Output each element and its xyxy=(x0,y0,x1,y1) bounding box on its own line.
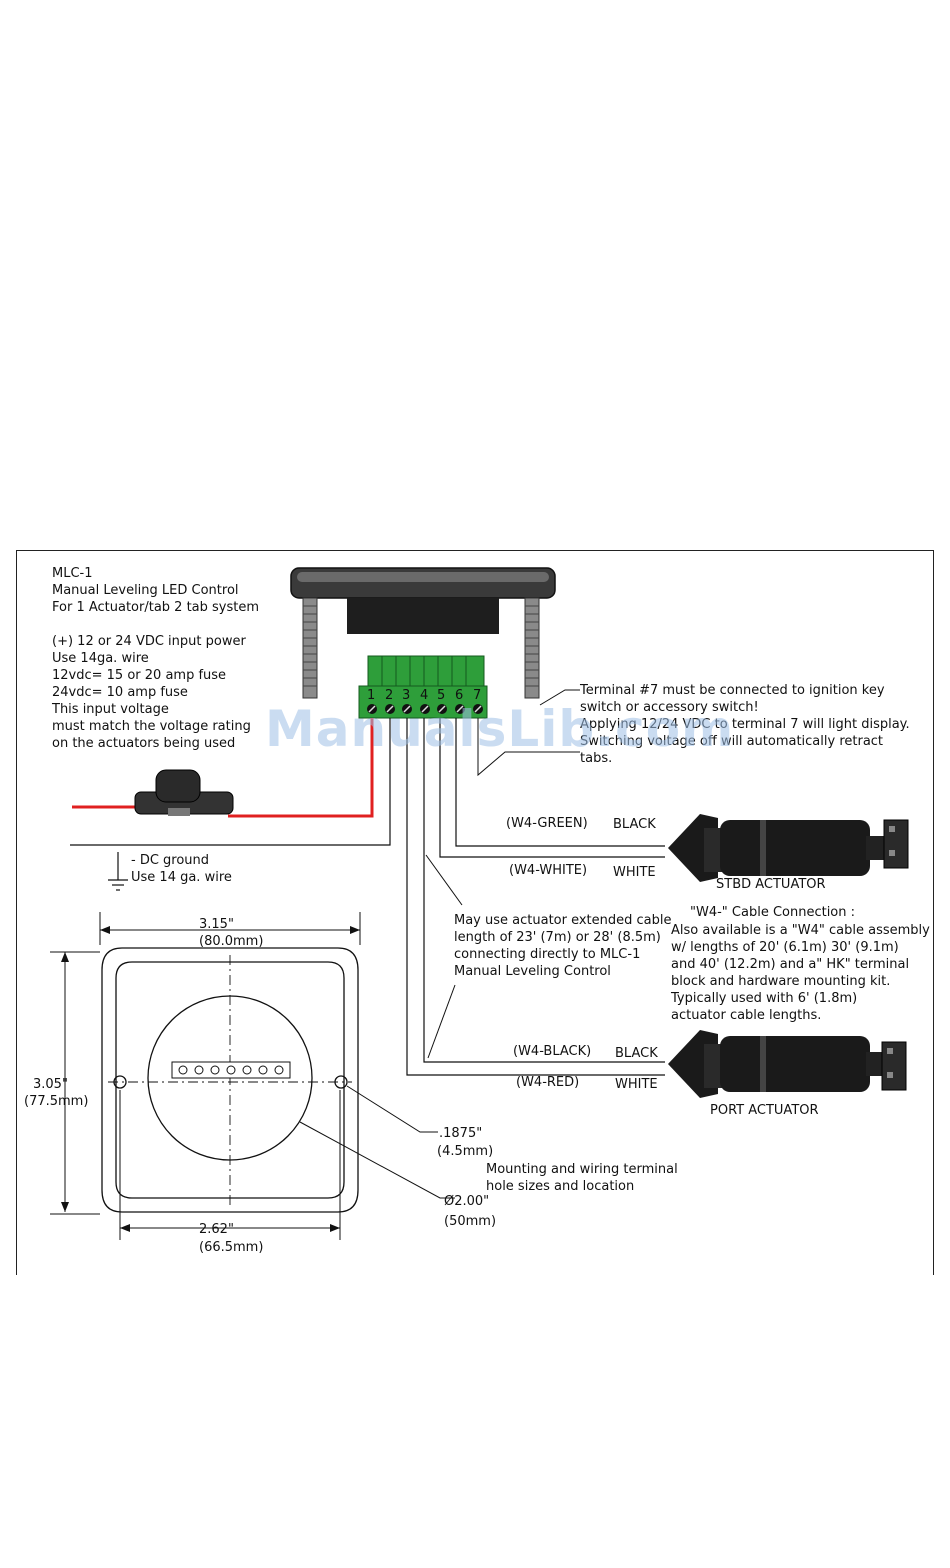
hole-dia-mm-label: (4.5mm) xyxy=(437,1144,494,1159)
diagram-frame xyxy=(16,550,934,1275)
terminal-number-2: 2 xyxy=(385,688,394,703)
mounting-note-line: Mounting and wiring terminal xyxy=(486,1162,678,1177)
dimension-arrows xyxy=(61,926,360,1232)
cable-note-line: connecting directly to MLC-1 xyxy=(454,947,641,962)
stbd-actuator-label: STBD ACTUATOR xyxy=(716,877,826,892)
hole-dia-in-label: .1875" xyxy=(439,1126,483,1141)
terminal-note-leader xyxy=(477,689,580,777)
ground-line: - DC ground xyxy=(131,853,210,868)
cable-note-line: Manual Leveling Control xyxy=(454,964,611,979)
terminal-note-line: Applying 12/24 VDC to terminal 7 will li… xyxy=(580,717,910,732)
power-wire xyxy=(72,718,374,818)
port-actuator-label: PORT ACTUATOR xyxy=(710,1103,819,1118)
terminal-number-1: 1 xyxy=(367,688,376,703)
panel-centerlines xyxy=(108,955,352,1205)
actuator-wires xyxy=(406,718,665,1076)
w4-line: block and hardware mounting kit. xyxy=(671,974,891,989)
panel-terminal-holes xyxy=(171,1061,291,1079)
title-line: For 1 Actuator/tab 2 tab system xyxy=(52,600,260,615)
terminal-block xyxy=(358,655,488,719)
port-wire2-code: (W4-RED) xyxy=(516,1075,580,1090)
hole-spacing-in-label: 2.62" xyxy=(199,1222,234,1237)
power-line: 12vdc= 15 or 20 amp fuse xyxy=(52,668,227,683)
w4-block: Also available is a "W4" cable assembly … xyxy=(671,922,930,1024)
port-wire1-code: (W4-BLACK) xyxy=(513,1044,592,1059)
power-line: must match the voltage rating xyxy=(52,719,251,734)
terminal-number-5: 5 xyxy=(437,688,446,703)
width-mm-label: (80.0mm) xyxy=(199,934,264,949)
terminal-note-line: tabs. xyxy=(580,751,613,766)
terminal-note-line: Switching voltage off will automatically… xyxy=(580,734,884,749)
terminal-number-6: 6 xyxy=(455,688,464,703)
terminal-note-line: Terminal #7 must be connected to ignitio… xyxy=(580,683,885,698)
cutout-mm-label: (50mm) xyxy=(444,1214,497,1229)
height-in-label: 3.05" xyxy=(33,1077,68,1092)
fuse-holder xyxy=(134,769,234,816)
cable-note-leader xyxy=(425,854,463,1059)
power-line: on the actuators being used xyxy=(52,736,236,751)
port-wire2-color: WHITE xyxy=(615,1077,658,1092)
mounting-note-line: hole sizes and location xyxy=(486,1179,635,1194)
width-in-label: 3.15" xyxy=(199,917,234,932)
terminal-note-line: switch or accessory switch! xyxy=(580,700,759,715)
terminal-number-7: 7 xyxy=(473,688,482,703)
stbd-wire2-color: WHITE xyxy=(613,865,656,880)
hole-spacing-mm-label: (66.5mm) xyxy=(199,1240,264,1255)
cable-note-line: May use actuator extended cable xyxy=(454,913,672,928)
stbd-actuator xyxy=(668,814,909,882)
power-line: (+) 12 or 24 VDC input power xyxy=(52,634,246,649)
w4-heading: "W4-" Cable Connection : xyxy=(690,905,856,920)
port-wire1-color: BLACK xyxy=(615,1046,658,1061)
cutout-in-label: Ø2.00" xyxy=(444,1194,490,1209)
stbd-wire2-code: (W4-WHITE) xyxy=(509,863,588,878)
power-line: Use 14ga. wire xyxy=(52,651,149,666)
port-actuator xyxy=(668,1030,907,1098)
control-unit xyxy=(290,567,556,699)
ground-wire xyxy=(70,718,391,891)
w4-line: w/ lengths of 20' (6.1m) 30' (9.1m) xyxy=(671,940,899,955)
watermark-logo: ManualsLib.com xyxy=(265,700,735,758)
stbd-wire1-color: BLACK xyxy=(613,817,656,832)
title-line: MLC-1 xyxy=(52,566,93,581)
w4-line: actuator cable lengths. xyxy=(671,1008,822,1023)
ground-line: Use 14 ga. wire xyxy=(131,870,232,885)
ground-block: - DC ground Use 14 ga. wire xyxy=(131,852,232,886)
cable-note: May use actuator extended cable length o… xyxy=(454,912,672,980)
title-line: Manual Leveling LED Control xyxy=(52,583,239,598)
cable-note-line: length of 23' (7m) or 28' (8.5m) xyxy=(454,930,661,945)
terminal-note: Terminal #7 must be connected to ignitio… xyxy=(580,682,910,767)
mounting-note: Mounting and wiring terminal hole sizes … xyxy=(486,1161,678,1195)
terminal-number-4: 4 xyxy=(420,688,429,703)
w4-line: and 40' (12.2m) and a" HK" terminal xyxy=(671,957,910,972)
power-line: This input voltage xyxy=(52,702,169,717)
power-block: (+) 12 or 24 VDC input power Use 14ga. w… xyxy=(52,633,251,752)
dimension-lines xyxy=(50,912,455,1240)
height-mm-label: (77.5mm) xyxy=(24,1094,89,1109)
w4-line: Typically used with 6' (1.8m) xyxy=(671,991,858,1006)
power-line: 24vdc= 10 amp fuse xyxy=(52,685,188,700)
w4-line: Also available is a "W4" cable assembly xyxy=(671,923,930,938)
title-block: MLC-1 Manual Leveling LED Control For 1 … xyxy=(52,565,259,616)
terminal-number-3: 3 xyxy=(402,688,411,703)
stbd-wire1-code: (W4-GREEN) xyxy=(506,816,588,831)
